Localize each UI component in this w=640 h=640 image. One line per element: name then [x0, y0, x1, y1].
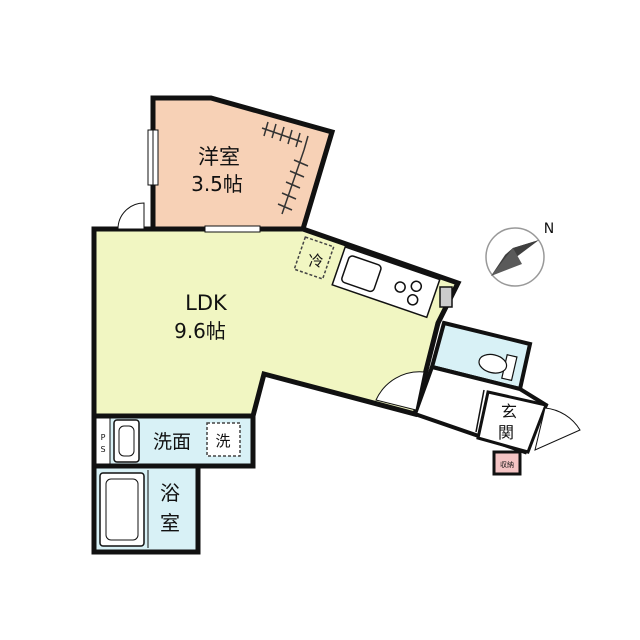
closet-hatching	[261, 121, 309, 215]
stove-burner-icon	[394, 281, 406, 293]
compass: N	[485, 221, 554, 287]
ldk-name: LDK	[185, 291, 228, 315]
pipe-space-label-1: P	[101, 433, 106, 442]
entrance-door-swing	[534, 407, 581, 451]
door-swing	[117, 202, 145, 230]
entrance-label-1: 玄	[501, 402, 517, 421]
pipe-space-label-2: S	[100, 445, 105, 454]
compass-north-label: N	[544, 221, 554, 237]
ldk-size: 9.6帖	[174, 319, 226, 343]
western-room-name: 洋室	[198, 145, 240, 169]
kitchen-counter	[331, 246, 441, 319]
storage-label: 収納	[500, 460, 514, 469]
kitchen-unit	[439, 286, 453, 308]
washer-spot	[206, 422, 241, 457]
toilet-icon	[478, 353, 518, 382]
sliding-door	[204, 225, 261, 233]
door-swing-hall	[375, 371, 425, 411]
western-room-size: 3.5帖	[191, 172, 243, 196]
washer-label: 洗	[215, 432, 230, 450]
washroom-label: 洗面	[153, 431, 191, 453]
storage-box	[492, 450, 522, 476]
western-room-area	[150, 95, 336, 232]
bath-label-1: 浴	[160, 481, 180, 505]
fridge-spot	[293, 236, 335, 280]
sink-icon	[341, 255, 382, 293]
entrance-label-2: 関	[498, 423, 514, 442]
fridge-label: 冷	[308, 252, 323, 270]
entrance-box	[476, 390, 549, 454]
bath-label-2: 室	[160, 511, 180, 535]
